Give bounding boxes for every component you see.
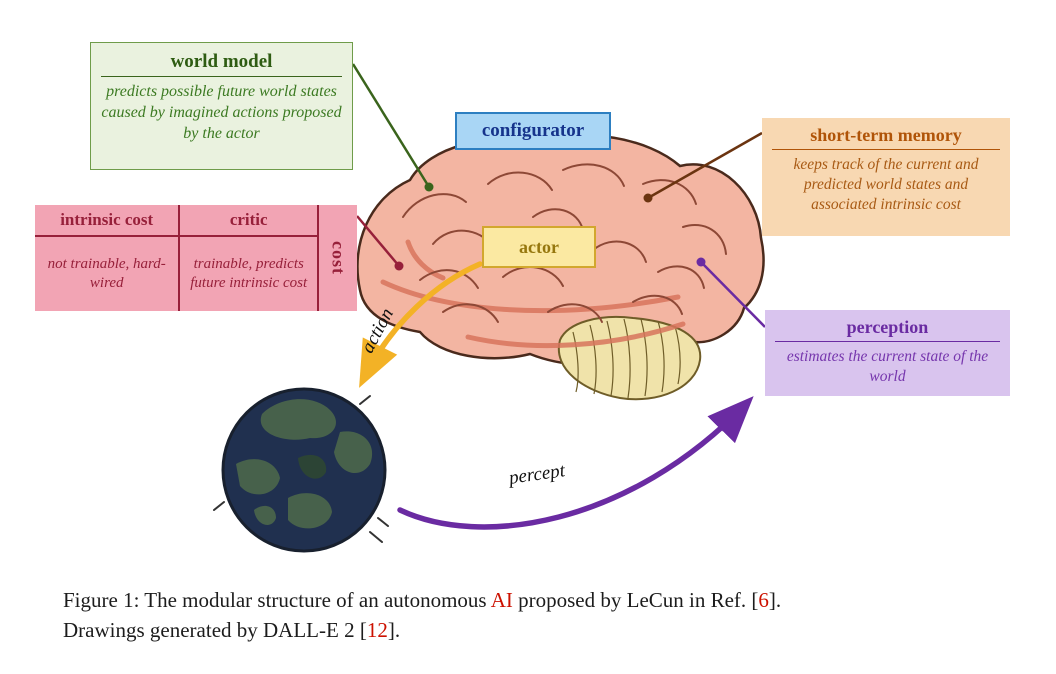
caption-ai-acronym: AI xyxy=(490,588,513,612)
cost-side-strip: cost xyxy=(319,205,357,311)
short-term-memory-body: keeps track of the current and predicted… xyxy=(793,156,979,214)
intrinsic-cost-title: intrinsic cost xyxy=(35,205,179,237)
caption-text: ]. xyxy=(387,618,401,643)
caption-line-2: Drawings generated by DALL-E 2 [12]. xyxy=(63,615,1003,645)
world-model-anchor-dot xyxy=(424,182,434,192)
figure-caption: Figure 1: The modular structure of an au… xyxy=(63,585,1003,646)
configurator-box: configurator xyxy=(455,112,611,150)
cost-connector-line xyxy=(356,215,400,267)
actor-title: actor xyxy=(519,236,559,257)
configurator-title: configurator xyxy=(481,120,585,141)
caption-text: proposed by LeCun in Ref. [ xyxy=(512,588,759,612)
perception-rule xyxy=(775,341,1000,342)
short-term-memory-connector-line xyxy=(647,131,763,200)
perception-anchor-dot xyxy=(696,257,706,267)
brain-ridges xyxy=(380,239,686,349)
action-arrow xyxy=(359,261,483,388)
caption-ref-6: 6 xyxy=(758,588,769,612)
earth-dark-patch xyxy=(298,454,327,479)
critic-title: critic xyxy=(180,205,317,237)
perception-body: estimates the current state of the world xyxy=(786,348,989,386)
cerebellum-hatching xyxy=(572,318,681,399)
short-term-memory-title: short-term memory xyxy=(810,125,962,145)
cost-side-label: cost xyxy=(328,241,349,275)
caption-text: Figure 1: The modular structure of an au… xyxy=(63,588,491,612)
short-term-memory-box: short-term memory keeps track of the cur… xyxy=(762,118,1010,236)
caption-text: ]. xyxy=(768,588,782,612)
short-term-memory-rule xyxy=(772,149,1000,150)
earth-sketch-marks xyxy=(213,395,389,543)
intrinsic-cost-body: not trainable, hard-wired xyxy=(47,256,166,291)
perception-connector-line xyxy=(700,261,766,328)
world-model-connector-line xyxy=(351,63,431,188)
earth-continents xyxy=(236,399,373,529)
caption-line-1: Figure 1: The modular structure of an au… xyxy=(63,585,1003,615)
caption-text: Drawings generated by DALL-E 2 [ xyxy=(63,618,367,643)
earth-illustration xyxy=(213,387,389,553)
short-term-memory-anchor-dot xyxy=(643,193,653,203)
cost-grid: intrinsic cost not trainable, hard-wired… xyxy=(35,205,357,311)
world-model-rule xyxy=(101,76,342,77)
critic-column: critic trainable, predicts future intrin… xyxy=(180,205,319,311)
intrinsic-cost-column: intrinsic cost not trainable, hard-wired xyxy=(35,205,181,311)
actor-box: actor xyxy=(482,226,596,268)
critic-body: trainable, predicts future intrinsic cos… xyxy=(190,256,308,291)
perception-box: perception estimates the current state o… xyxy=(765,310,1010,396)
world-model-body: predicts possible future world states ca… xyxy=(101,83,342,142)
caption-ref-12: 12 xyxy=(366,618,388,643)
cost-module-box: intrinsic cost not trainable, hard-wired… xyxy=(35,205,357,311)
world-model-title: world model xyxy=(170,51,273,72)
percept-arrow xyxy=(397,396,754,530)
perception-title: perception xyxy=(846,317,929,337)
world-model-box: world model predicts possible future wor… xyxy=(90,42,353,170)
cost-anchor-dot xyxy=(394,261,404,271)
